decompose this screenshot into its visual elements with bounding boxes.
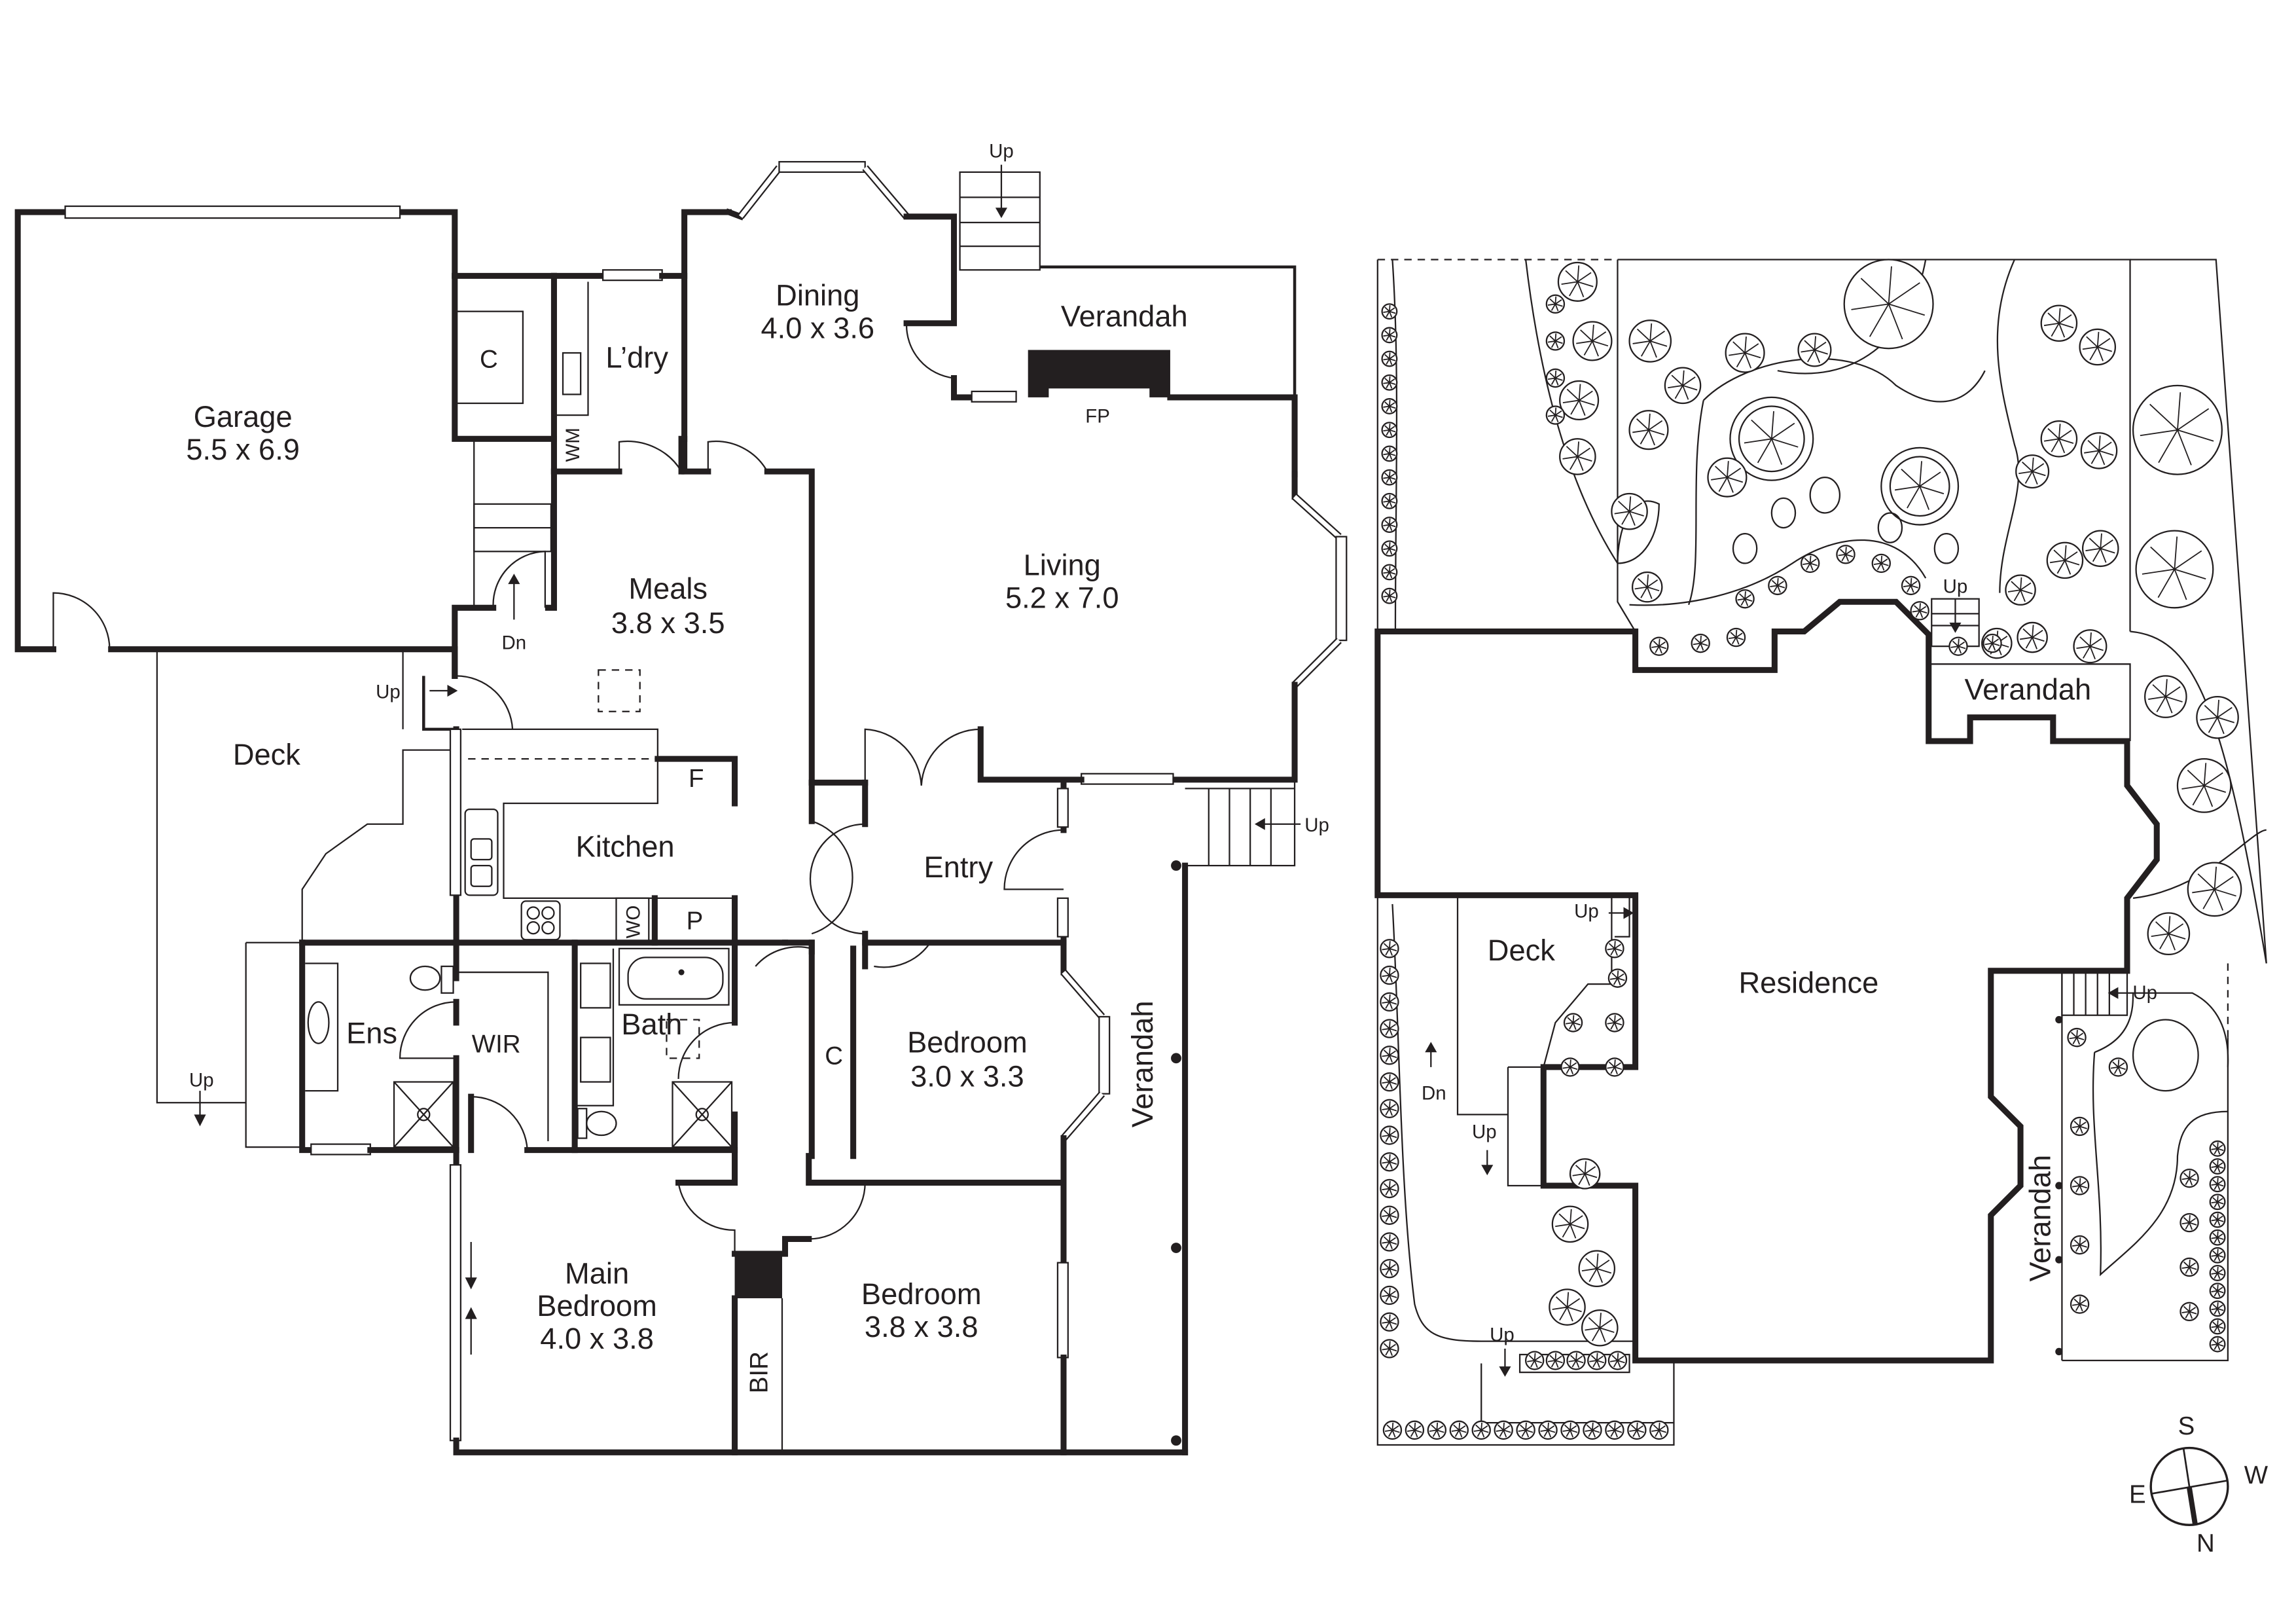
label-stairs-up-deck: Up	[376, 681, 401, 702]
label-ensuite: Ens	[346, 1017, 397, 1050]
label-garage-dims: 5.5 x 6.9	[186, 433, 300, 466]
label-main-bedroom-2: Bedroom	[537, 1289, 657, 1322]
label-verandah-north: Verandah	[1964, 673, 2091, 706]
label-bir: BIR	[745, 1351, 773, 1393]
label-stairs-down: Dn	[502, 632, 527, 654]
hallway-entry	[677, 779, 1069, 1455]
compass: S W E N	[2129, 1412, 2269, 1558]
label-meals-dims: 3.8 x 3.5	[611, 606, 725, 640]
landscaping	[1380, 259, 2242, 1440]
dining	[725, 160, 1298, 478]
label-stairs-up-verandah: Up	[1304, 814, 1329, 836]
label-verandah-east: Verandah	[2023, 1155, 2056, 1282]
label-linen-cupboard: C	[825, 1042, 843, 1070]
label-washing-machine: WM	[562, 428, 584, 462]
label-entry: Entry	[924, 850, 993, 884]
compass-west: W	[2244, 1461, 2269, 1489]
label-site-up-deck: Up	[1574, 900, 1599, 922]
label-stairs-up-deck-bottom: Up	[189, 1069, 214, 1091]
label-kitchen: Kitchen	[576, 830, 675, 864]
label-living: Living	[1024, 549, 1101, 582]
label-dining: Dining	[776, 279, 859, 312]
main-bedroom	[449, 1147, 1189, 1455]
label-verandah-side: Verandah	[1126, 1001, 1159, 1128]
compass-north: N	[2197, 1529, 2215, 1558]
label-verandah-top: Verandah	[1061, 299, 1188, 333]
label-fireplace: FP	[1085, 405, 1110, 427]
laundry-area	[452, 209, 815, 786]
meals-kitchen	[422, 669, 789, 946]
label-deck: Deck	[233, 738, 300, 771]
label-site-up-deck2: Up	[1472, 1122, 1497, 1143]
label-bedroom2: Bedroom	[907, 1025, 1028, 1059]
label-living-dims: 5.2 x 7.0	[1005, 581, 1119, 614]
label-main-bedroom-1: Main	[565, 1256, 629, 1290]
label-laundry: L’dry	[605, 341, 668, 374]
label-site-deck: Deck	[1488, 934, 1555, 967]
label-wir: WIR	[472, 1030, 521, 1058]
compass-rose-icon	[2149, 1446, 2229, 1526]
room-labels: Garage 5.5 x 6.9 L’dry Dining 4.0 x 3.6 …	[186, 140, 1329, 1393]
site-plan: Residence Verandah Verandah Deck Up Up D…	[1374, 259, 2267, 1446]
compass-east: E	[2129, 1480, 2146, 1508]
label-meals: Meals	[628, 572, 708, 606]
label-fridge: F	[689, 765, 704, 793]
label-garage: Garage	[194, 400, 293, 433]
label-site-up-south: Up	[1490, 1324, 1515, 1346]
site-verandah-east	[1931, 598, 2134, 1361]
label-site-dn: Dn	[1422, 1083, 1446, 1104]
label-bedroom3-dims: 3.8 x 3.8	[865, 1310, 978, 1343]
label-pantry: P	[687, 907, 704, 935]
label-garage-cupboard: C	[480, 346, 498, 374]
bedroom-bay	[1056, 939, 1111, 1455]
garden-paths	[1391, 259, 2267, 1342]
label-site-up-north: Up	[1943, 576, 1968, 598]
label-residence: Residence	[1738, 966, 1878, 1000]
compass-south: S	[2178, 1412, 2195, 1440]
label-bedroom2-dims: 3.0 x 3.3	[910, 1059, 1024, 1093]
label-bedroom3: Bedroom	[861, 1277, 982, 1311]
floor-plan: Garage 5.5 x 6.9 L’dry Dining 4.0 x 3.6 …	[14, 140, 1348, 1455]
living	[808, 471, 1348, 786]
label-dining-dims: 4.0 x 3.6	[761, 311, 875, 344]
label-main-bedroom-dims: 4.0 x 3.8	[540, 1322, 654, 1355]
label-wall-oven: WO	[623, 905, 645, 939]
label-stairs-up-top: Up	[989, 140, 1014, 162]
label-bath: Bath	[621, 1008, 682, 1041]
bathrooms	[299, 939, 738, 1186]
side-verandah	[1171, 779, 1301, 1455]
label-site-up-east: Up	[2132, 982, 2157, 1004]
site-labels: Residence Verandah Verandah Deck Up Up D…	[1422, 576, 2157, 1346]
deck-left	[156, 574, 520, 1148]
